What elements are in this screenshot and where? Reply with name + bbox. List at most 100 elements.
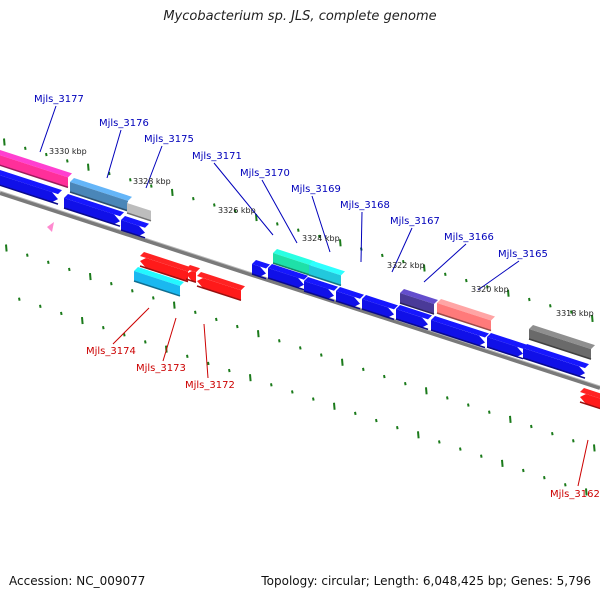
gene-block-mjls-3171[interactable] <box>272 249 315 277</box>
tick-mark <box>192 197 195 201</box>
tick-mark <box>465 278 468 283</box>
tick-mark <box>110 282 113 286</box>
gene-label-mjls-3172[interactable]: Mjls_3172 <box>185 380 235 391</box>
gene-label-mjls-3177[interactable]: Mjls_3177 <box>34 94 84 105</box>
gene-label-mjls-3174[interactable]: Mjls_3174 <box>86 346 136 357</box>
tick-mark <box>194 310 197 314</box>
gene-block-mjls-3165[interactable] <box>528 325 595 360</box>
label-leader-line <box>577 439 589 487</box>
tick-mark <box>228 368 231 373</box>
tick-mark <box>291 390 294 394</box>
gene-label-mjls-3176[interactable]: Mjls_3176 <box>99 118 149 129</box>
tick-mark <box>423 264 426 272</box>
label-leader-line <box>162 317 177 362</box>
gene-label-mjls-3170[interactable]: Mjls_3170 <box>240 168 290 179</box>
gene-label-mjls-3165[interactable]: Mjls_3165 <box>498 249 548 260</box>
gene-label-mjls-3173[interactable]: Mjls_3173 <box>136 363 186 374</box>
gene-block-mjls-3162[interactable] <box>579 388 600 412</box>
tick-mark <box>87 163 90 171</box>
tick-mark <box>249 374 252 382</box>
tick-mark <box>528 297 531 302</box>
label-leader-line <box>311 195 331 253</box>
genome-backbone <box>0 191 600 390</box>
tick-mark <box>402 260 405 264</box>
gene-label-mjls-3175[interactable]: Mjls_3175 <box>144 134 194 145</box>
tick-mark <box>509 415 512 423</box>
tick-mark <box>270 383 273 387</box>
genome-summary-text: Topology: circular; Length: 6,048,425 bp… <box>261 574 591 588</box>
tick-mark <box>66 159 69 163</box>
tick-mark <box>530 424 533 429</box>
tick-mark <box>333 402 336 410</box>
tick-mark <box>375 418 378 423</box>
forward-gene-arrow[interactable] <box>395 305 432 331</box>
tick-mark <box>522 468 525 473</box>
gene-block-mjls-3172[interactable] <box>196 272 245 302</box>
label-leader-line <box>112 307 150 345</box>
gene-block-mjls-3175[interactable] <box>126 199 155 222</box>
tick-mark <box>320 353 323 357</box>
gene-block-mjls-3166[interactable] <box>436 299 495 332</box>
kbp-label: 3320 kbp <box>471 285 509 294</box>
tick-mark <box>417 431 420 439</box>
forward-gene-arrow[interactable] <box>522 344 589 379</box>
gene-label-mjls-3162[interactable]: Mjls_3162 <box>550 489 600 500</box>
tick-mark <box>213 203 216 207</box>
tick-mark <box>318 234 321 239</box>
gene-label-mjls-3169[interactable]: Mjls_3169 <box>291 184 341 195</box>
label-leader-line <box>391 227 413 273</box>
tick-mark <box>444 272 447 276</box>
gene-block-mjls-3173[interactable] <box>133 267 184 297</box>
tick-mark <box>425 387 428 395</box>
forward-gene-arrow[interactable] <box>361 295 398 321</box>
gene-label-mjls-3171[interactable]: Mjls_3171 <box>192 151 242 162</box>
tick-mark <box>171 188 174 196</box>
tick-mark <box>144 340 147 344</box>
forward-gene-arrow[interactable] <box>486 333 527 360</box>
tick-mark <box>81 316 84 325</box>
tick-mark <box>549 304 552 308</box>
gene-block-mjls-3176[interactable] <box>69 178 132 212</box>
tick-mark <box>215 317 218 322</box>
forward-gene-arrow[interactable] <box>430 316 489 349</box>
tick-mark <box>354 411 357 416</box>
label-leader-line <box>106 129 122 179</box>
forward-gene-arrow[interactable] <box>63 194 124 227</box>
label-leader-line <box>145 145 163 189</box>
forward-gene-arrow[interactable] <box>120 216 149 239</box>
tick-mark <box>278 339 281 343</box>
gene-block-mjls-3170[interactable] <box>308 261 345 287</box>
tick-mark <box>572 439 575 443</box>
gene-label-mjls-3168[interactable]: Mjls_3168 <box>340 200 390 211</box>
tick-mark <box>593 444 596 452</box>
tick-mark <box>467 403 470 407</box>
tick-mark <box>89 272 92 281</box>
kbp-label: 3322 kbp <box>387 261 425 270</box>
forward-gene-arrow[interactable] <box>0 168 62 205</box>
tick-mark <box>570 310 573 314</box>
tick-mark <box>255 214 258 222</box>
tick-mark <box>339 239 342 247</box>
tick-mark <box>236 324 239 329</box>
tick-mark <box>591 314 594 322</box>
tick-mark <box>173 301 176 309</box>
forward-gene-arrow[interactable] <box>251 260 270 280</box>
tick-mark <box>459 447 462 451</box>
accession-text: Accession: NC_009077 <box>9 574 146 588</box>
gene-block-mjls-3177[interactable] <box>0 148 72 189</box>
tick-mark <box>150 184 153 188</box>
forward-gene-arrow[interactable] <box>303 277 338 302</box>
forward-gene-arrow[interactable] <box>335 287 364 310</box>
tick-mark <box>5 244 8 252</box>
tick-mark <box>207 361 210 366</box>
gene-label-mjls-3167[interactable]: Mjls_3167 <box>390 216 440 227</box>
gene-label-mjls-3166[interactable]: Mjls_3166 <box>444 232 494 243</box>
forward-gene-arrow[interactable] <box>267 264 308 291</box>
gene-block-mjls-3174[interactable] <box>139 252 192 283</box>
kbp-label: 3326 kbp <box>218 206 256 215</box>
gene-block-reverse[interactable] <box>185 265 200 283</box>
gene-block-mjls-3167[interactable] <box>399 289 438 315</box>
marker-icon <box>47 222 54 232</box>
tick-mark <box>39 304 42 308</box>
